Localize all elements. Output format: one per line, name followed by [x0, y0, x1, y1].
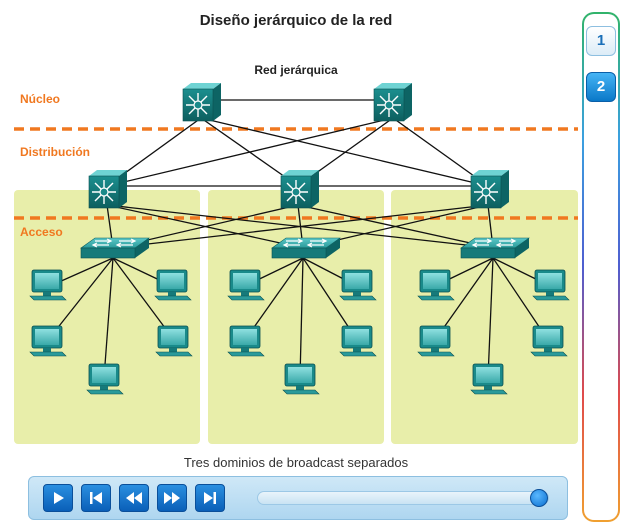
skip-to-end-icon	[204, 492, 216, 504]
access-switch-2	[271, 237, 341, 259]
layer-label-access: Acceso	[20, 225, 63, 239]
core-switch-2	[373, 82, 413, 122]
page-title: Diseño jerárquico de la red	[199, 12, 393, 29]
layer-label-distribution: Distribución	[20, 145, 90, 159]
animation-player	[28, 476, 568, 520]
caption: Tres dominios de broadcast separados	[183, 455, 409, 470]
diagram-subtitle: Red jerárquica	[254, 63, 338, 77]
page-navigation-panel: 1 2	[584, 14, 618, 520]
progress-thumb[interactable]	[530, 489, 548, 507]
layer-label-core: Núcleo	[20, 92, 60, 106]
fast-forward-button[interactable]	[157, 484, 187, 512]
skip-to-start-button[interactable]	[81, 484, 111, 512]
skip-to-start-icon	[90, 492, 102, 504]
distribution-switch-3	[470, 169, 510, 209]
access-zone-3	[391, 190, 578, 444]
access-switch-1	[80, 237, 150, 259]
skip-to-end-button[interactable]	[195, 484, 225, 512]
rewind-icon	[126, 492, 142, 504]
access-zone-1	[14, 190, 200, 444]
progress-track[interactable]	[257, 489, 549, 507]
rewind-button[interactable]	[119, 484, 149, 512]
play-button[interactable]	[43, 484, 73, 512]
page-button-1[interactable]: 1	[586, 26, 616, 56]
access-zone-2	[208, 190, 384, 444]
page-button-2[interactable]: 2	[586, 72, 616, 102]
access-switch-3	[460, 237, 530, 259]
fast-forward-icon	[164, 492, 180, 504]
page-navigation: 1 2	[582, 12, 620, 522]
distribution-switch-2	[280, 169, 320, 209]
network-diagram: Red jerárquica Núcleo Distribución Acces…	[14, 63, 578, 444]
play-icon	[54, 492, 64, 504]
distribution-switch-1	[88, 169, 128, 209]
core-switch-1	[182, 82, 222, 122]
